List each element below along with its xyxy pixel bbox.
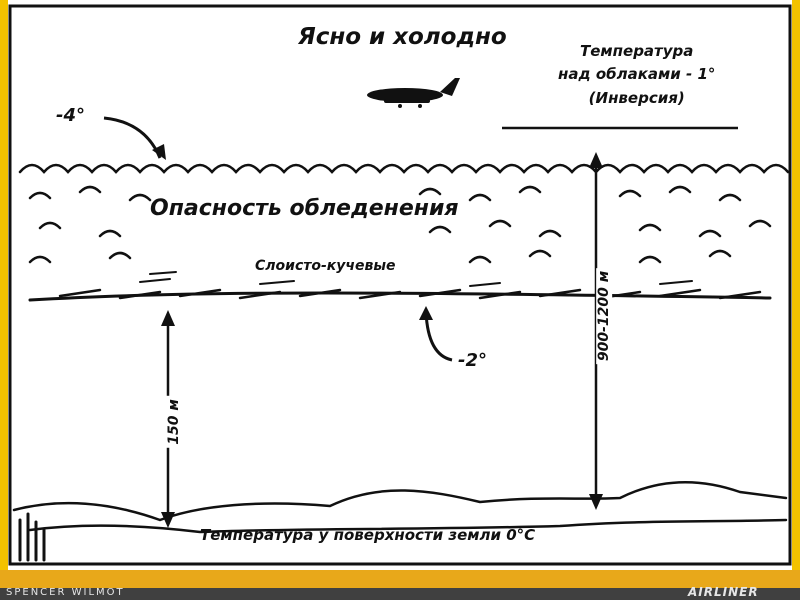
arrow-cloud-top bbox=[104, 118, 166, 160]
diagram-title: Ясно и холодно bbox=[298, 24, 507, 50]
temperature-above-line-1: Температура bbox=[558, 40, 715, 63]
altitude-low-label: 150 м bbox=[166, 396, 182, 448]
temperature-above-clouds-label: Температура над облаками - 1° (Инверсия) bbox=[558, 40, 715, 110]
surface-temperature-label: Температура у поверхности земли 0°С bbox=[200, 526, 535, 544]
temperature-above-line-2: над облаками - 1° bbox=[558, 63, 715, 86]
left-accent-bar bbox=[0, 0, 8, 570]
cloud-type-label: Слоисто-кучевые bbox=[255, 258, 396, 274]
airplane-icon bbox=[367, 78, 460, 108]
cloud-layer bbox=[20, 165, 788, 300]
arrow-cloud-base bbox=[419, 306, 452, 360]
photographer-credit: SPENCER WILMOT bbox=[6, 587, 125, 598]
source-credit: AIRLINER bbox=[688, 585, 759, 599]
altitude-high-label: 900-1200 м bbox=[596, 268, 612, 364]
cloud-top-temperature: -4° bbox=[56, 105, 85, 126]
icing-danger-label: Опасность обледенения bbox=[150, 196, 459, 221]
right-accent-bar bbox=[792, 0, 800, 570]
cloud-base-temperature: -2° bbox=[458, 350, 487, 371]
temperature-above-line-3: (Инверсия) bbox=[558, 87, 715, 110]
ground-hills bbox=[14, 482, 786, 560]
